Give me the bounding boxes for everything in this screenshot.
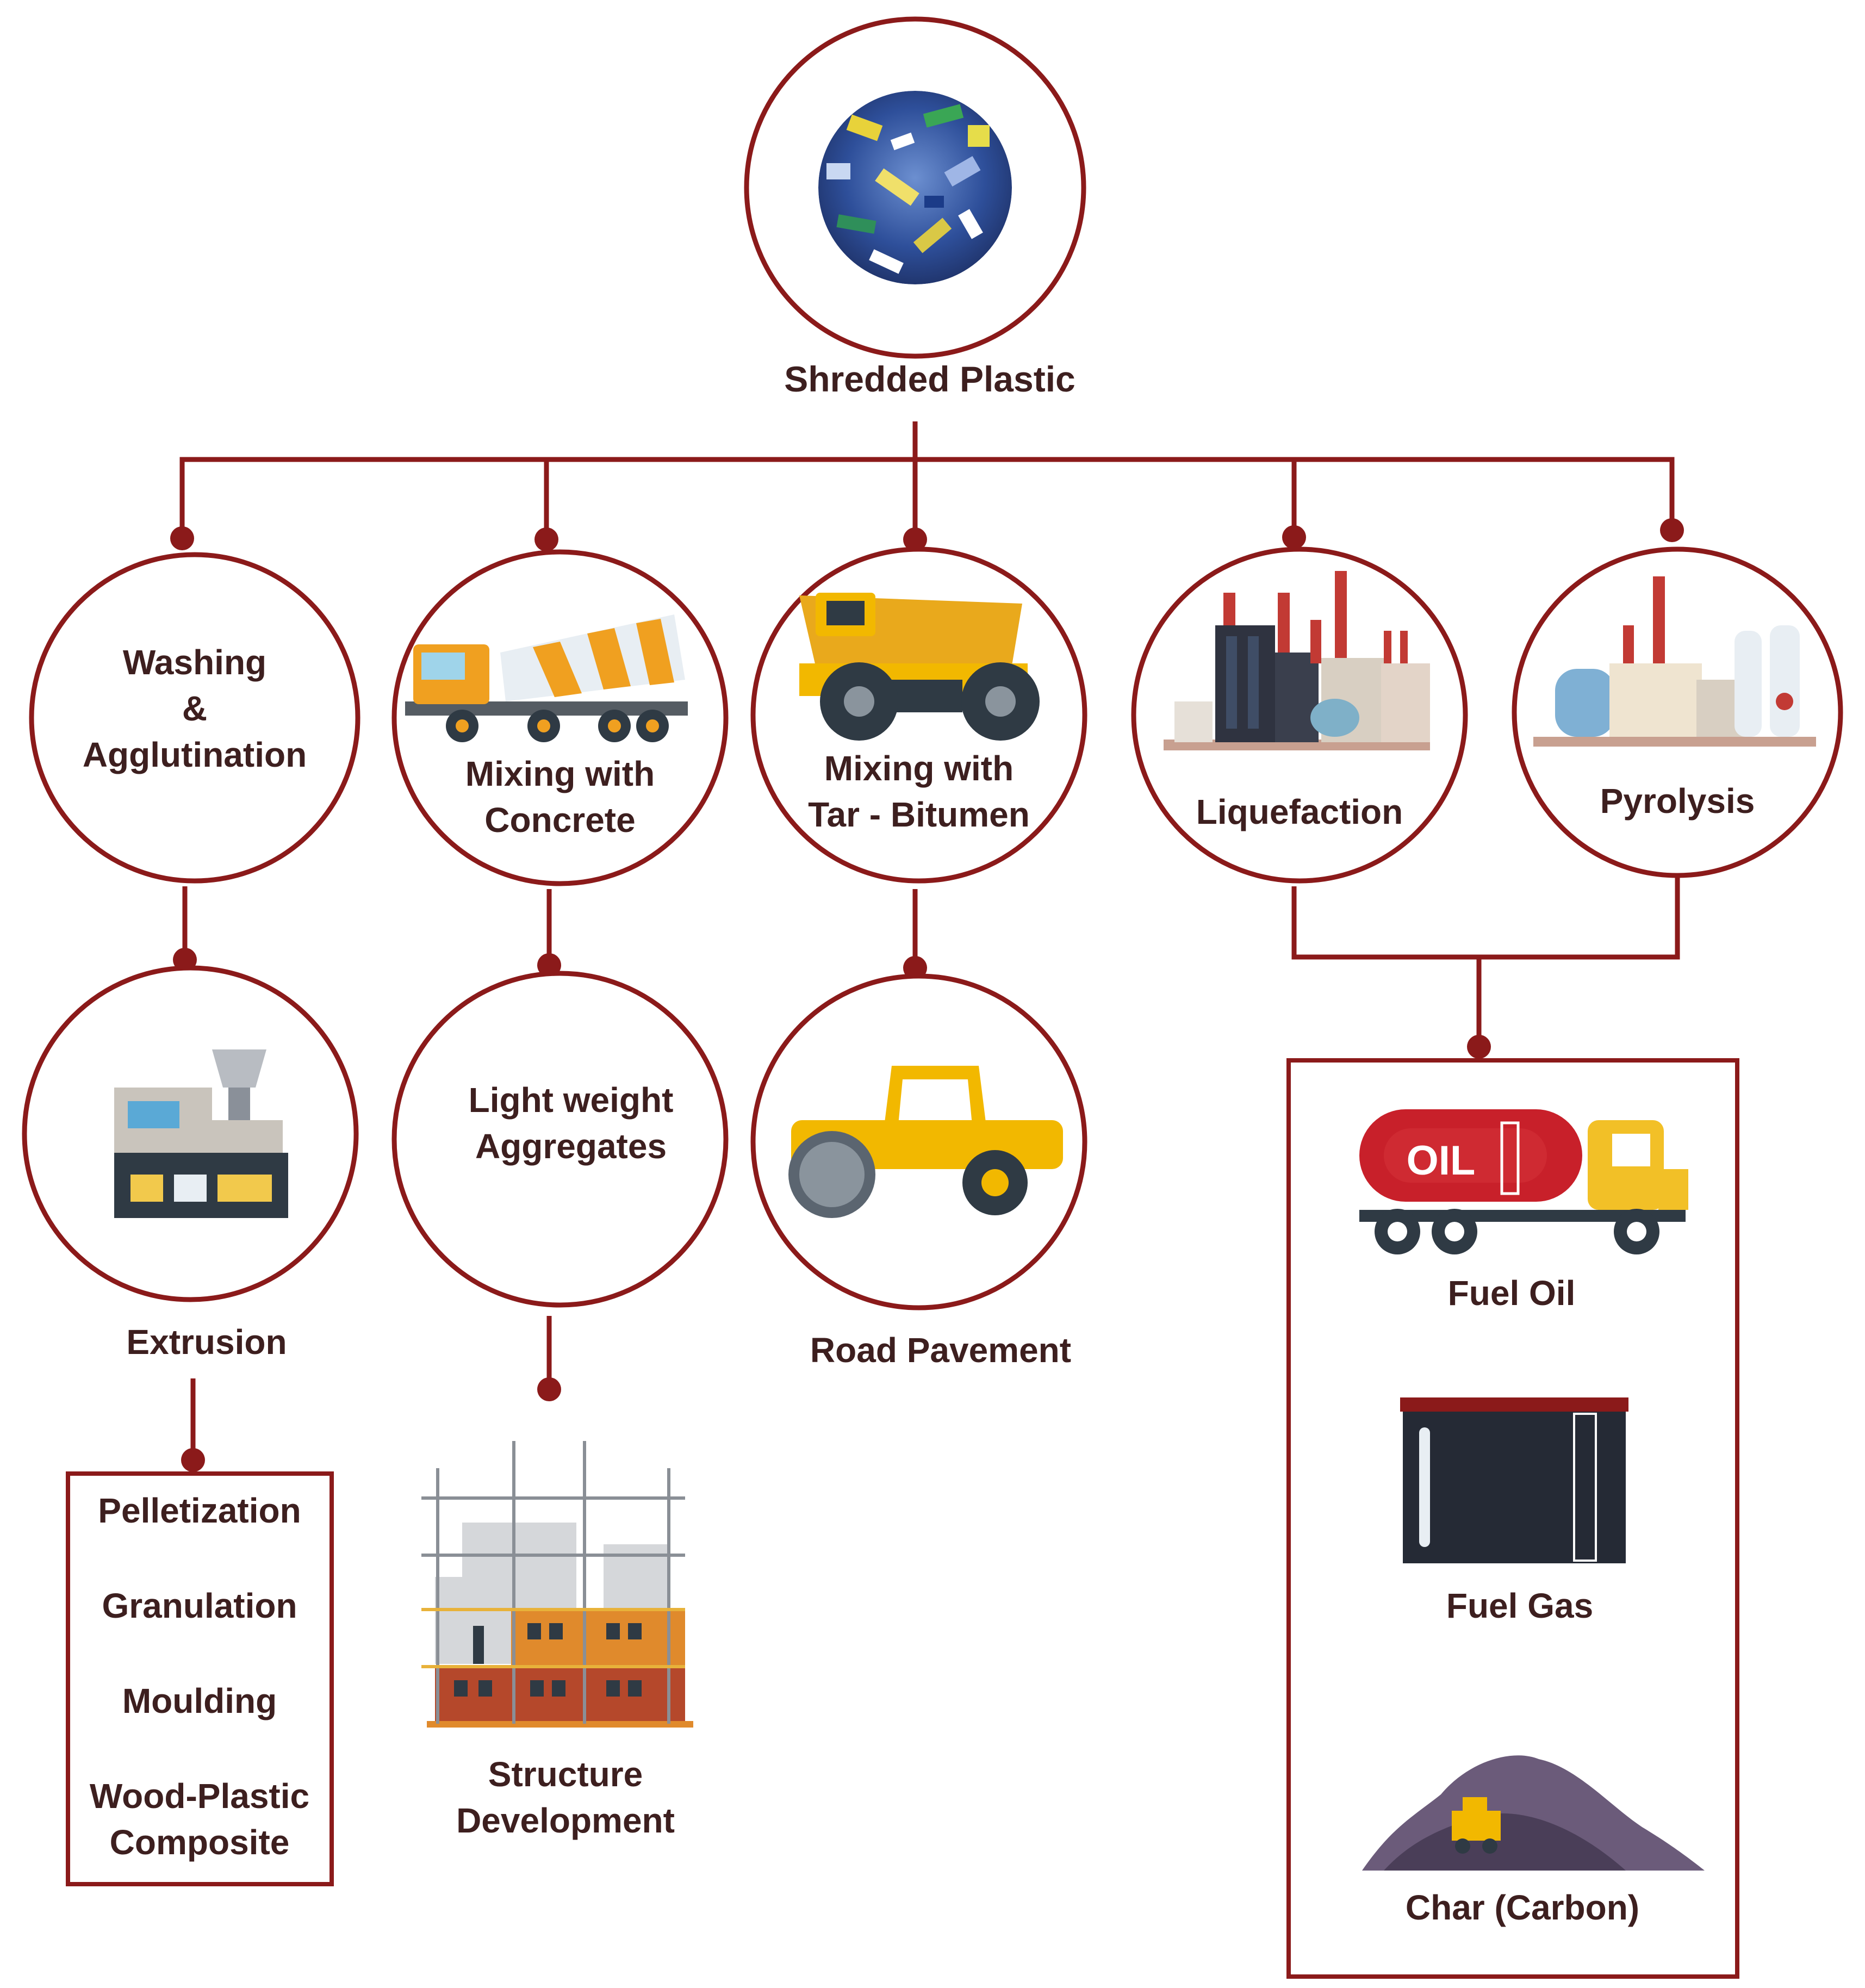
dot-structure <box>537 1377 561 1401</box>
dot-washing <box>170 526 194 550</box>
product-item: Pelletization <box>98 1491 301 1530</box>
node-mixing-bitumen: Mixing with Tar - Bitumen <box>750 546 1087 884</box>
concrete-mixer-truck-icon <box>405 614 688 742</box>
bitumen-label-line1: Mixing with <box>824 749 1014 788</box>
node-liquefaction: Liquefaction <box>1131 546 1468 884</box>
structure-label-line1: Structure <box>488 1755 643 1794</box>
char-pile-icon <box>1362 1755 1705 1871</box>
tank-oil-text: OIL <box>1407 1138 1476 1184</box>
connectors <box>170 421 1684 1472</box>
extrusion-products-box: Pelletization Granulation Moulding Wood-… <box>66 1471 334 1886</box>
factory-icon <box>1164 571 1430 750</box>
refinery-icon <box>1533 576 1816 747</box>
concrete-label-line2: Concrete <box>484 800 635 840</box>
product-item: Moulding <box>122 1681 277 1720</box>
node-washing-agglutination: Washing & Agglutination <box>29 552 360 884</box>
shredded-plastic-image <box>818 91 1012 284</box>
product-item: Wood-Plastic <box>90 1776 309 1816</box>
washing-label-line1: Washing <box>123 643 266 682</box>
road-label: Road Pavement <box>810 1331 1071 1370</box>
fuel-products-box: OIL Fuel Oil Fuel Gas Char (Carbon) <box>1286 1058 1739 1979</box>
dot-fuel-box <box>1467 1035 1491 1059</box>
link-liq-pyro-merge <box>1291 875 1680 960</box>
root-label: Shredded Plastic <box>784 359 1076 399</box>
building-construction-icon <box>421 1441 693 1728</box>
extrusion-label: Extrusion <box>126 1322 287 1362</box>
extrusion-machine-icon <box>114 1049 288 1218</box>
pyrolysis-label: Pyrolysis <box>1600 781 1755 821</box>
bitumen-label-line2: Tar - Bitumen <box>808 795 1030 834</box>
char-label: Char (Carbon) <box>1406 1888 1639 1927</box>
oil-tanker-truck-icon: OIL <box>1359 1109 1688 1254</box>
dump-truck-icon <box>799 593 1040 741</box>
node-structure-development: Structure Development <box>421 1441 693 1840</box>
fuel-oil-label: Fuel Oil <box>1448 1273 1576 1313</box>
washing-label-line3: Agglutination <box>83 735 307 774</box>
dot-concrete <box>534 527 558 551</box>
node-aggregates: Light weight Aggregates <box>391 971 729 1308</box>
aggregates-label-line1: Light weight <box>469 1080 674 1120</box>
dot-bitumen <box>903 527 927 551</box>
product-item: Composite <box>110 1823 290 1862</box>
liquefaction-label: Liquefaction <box>1196 792 1403 831</box>
dot-pyrolysis <box>1660 518 1684 542</box>
node-extrusion: Extrusion <box>22 965 359 1362</box>
node-road-pavement: Road Pavement <box>750 973 1087 1370</box>
gas-storage-tank-icon <box>1400 1397 1628 1563</box>
concrete-label-line1: Mixing with <box>465 754 655 793</box>
dot-extrusion-products <box>181 1448 205 1472</box>
node-pyrolysis: Pyrolysis <box>1512 546 1843 878</box>
node-mixing-concrete: Mixing with Concrete <box>391 549 729 886</box>
road-roller-icon <box>788 1066 1063 1218</box>
fuel-gas-label: Fuel Gas <box>1446 1586 1593 1625</box>
node-shredded-plastic: Shredded Plastic <box>744 16 1086 399</box>
washing-label-line2: & <box>182 689 207 728</box>
aggregates-label-line2: Aggregates <box>475 1127 667 1166</box>
branch-bus <box>179 457 1675 538</box>
product-item: Granulation <box>102 1586 297 1625</box>
dot-liquefaction <box>1282 525 1306 549</box>
structure-label-line2: Development <box>456 1801 675 1840</box>
